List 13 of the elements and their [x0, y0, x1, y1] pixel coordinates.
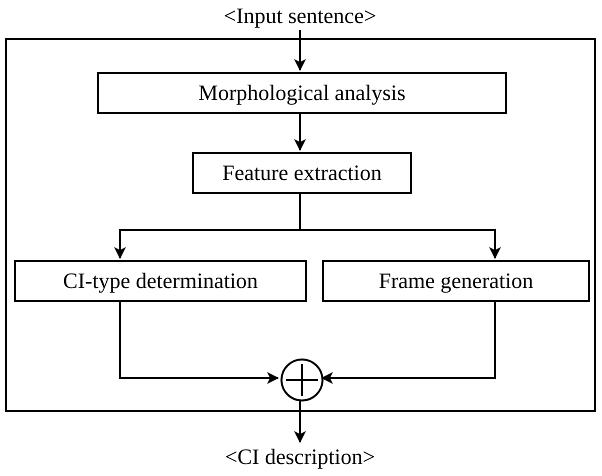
arrow [321, 300, 496, 384]
process-box: Feature extraction [192, 152, 412, 194]
arrow [294, 30, 306, 71]
process-box: CI-type determination [14, 260, 307, 302]
system-frame [5, 38, 596, 412]
process-box: Morphological analysis [97, 72, 507, 114]
arrow [119, 300, 279, 384]
arrow [294, 112, 306, 151]
io-label: <Input sentence> [200, 2, 400, 30]
process-box: Frame generation [322, 260, 590, 302]
arrow [294, 400, 306, 443]
summing-junction [280, 358, 324, 402]
io-label: <CI description> [190, 442, 410, 472]
